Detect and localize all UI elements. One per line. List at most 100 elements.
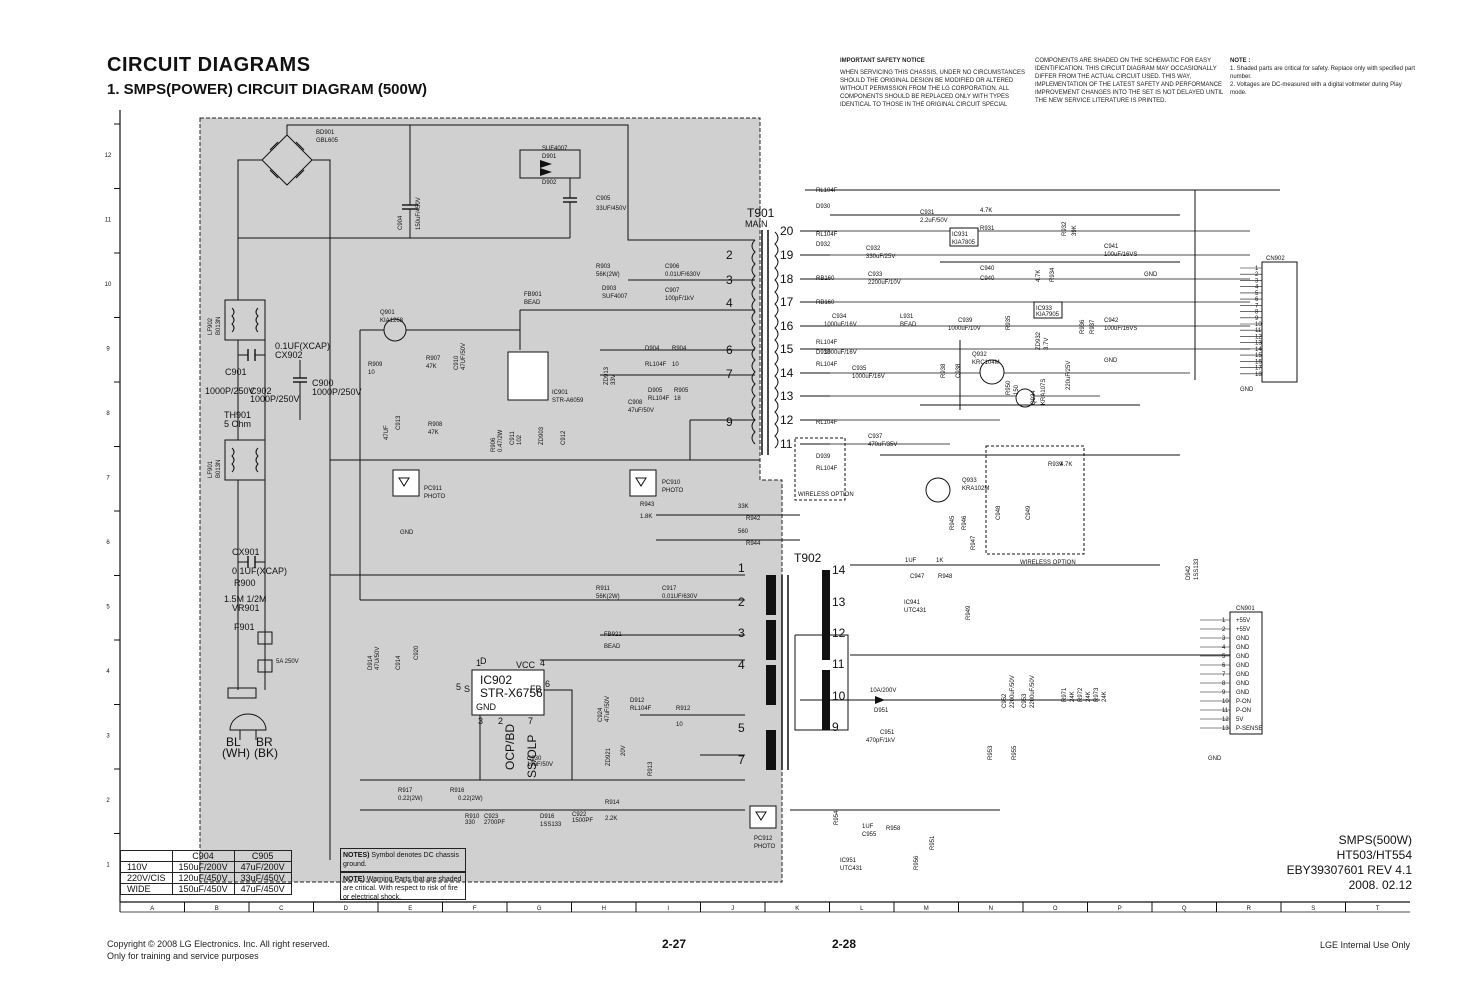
variant-cell: 150uF/450V — [171, 883, 235, 895]
svg-text:10uF/50V: 10uF/50V — [527, 762, 553, 768]
cx902 — [237, 340, 266, 395]
cn902-pin: 17 — [1255, 366, 1262, 372]
cn901-pin: 7 — [1222, 672, 1226, 678]
svg-text:CN901: CN901 — [1236, 606, 1255, 612]
svg-text:C951: C951 — [880, 730, 895, 736]
note-1: 1. Shaded parts are critical for safety.… — [1230, 66, 1415, 80]
svg-text:LF901: LF901 — [208, 460, 214, 478]
svg-text:560: 560 — [738, 529, 749, 535]
svg-text:R935: R935 — [1006, 315, 1012, 330]
svg-text:330: 330 — [465, 820, 476, 826]
svg-text:R973: R973 — [1094, 687, 1100, 702]
svg-text:IC933: IC933 — [1036, 306, 1053, 312]
svg-text:ZD903: ZD903 — [539, 426, 545, 445]
svg-text:RL104F: RL104F — [816, 188, 838, 194]
cn901-pin: 11 — [1222, 708, 1229, 714]
svg-text:D951: D951 — [874, 708, 889, 714]
t901-primary-pin: 2 — [726, 248, 733, 262]
svg-text:C902: C902 — [250, 386, 272, 396]
svg-text:2.2uF/50V: 2.2uF/50V — [920, 218, 948, 224]
svg-text:R905: R905 — [674, 388, 689, 394]
svg-text:R911: R911 — [596, 586, 611, 592]
variant-cell: C905 — [233, 850, 292, 862]
svg-text:VCC: VCC — [516, 660, 536, 670]
safety-notice: IMPORTANT SAFETY NOTICE WHEN SERVICING T… — [840, 57, 1030, 109]
t902-primary-pin: 7 — [738, 753, 745, 767]
svg-text:100uF/16VS: 100uF/16VS — [1104, 252, 1137, 258]
svg-text:KRA102M: KRA102M — [962, 486, 989, 492]
svg-text:LF902: LF902 — [208, 317, 214, 335]
svg-text:KRA107S: KRA107S — [1041, 379, 1047, 405]
svg-text:IC941: IC941 — [904, 600, 921, 606]
col-label: E — [408, 906, 412, 912]
variant-cell: WIDE — [120, 883, 173, 895]
col-label: G — [537, 906, 542, 912]
svg-text:1000P/250V: 1000P/250V — [205, 386, 255, 396]
svg-text:R942: R942 — [746, 516, 761, 522]
row-label: 11 — [105, 218, 112, 224]
svg-text:D: D — [480, 656, 487, 666]
svg-text:R937: R937 — [1090, 319, 1096, 334]
t902-primary-pin: 1 — [738, 561, 745, 575]
row-label: 2 — [106, 798, 110, 804]
svg-text:4.7K: 4.7K — [1036, 270, 1042, 282]
pc912: PC912 PHOTO — [749, 805, 777, 850]
svg-text:5A 250V: 5A 250V — [276, 659, 299, 665]
svg-text:R934: R934 — [1050, 267, 1056, 282]
cn901-pin: 3 — [1222, 636, 1226, 642]
svg-text:R914: R914 — [605, 800, 620, 806]
col-label: J — [731, 906, 734, 912]
note-2: 2. Voltages are DC-measured with a digit… — [1230, 82, 1402, 96]
page-subtitle: 1. SMPS(POWER) CIRCUIT DIAGRAM (500W) — [107, 81, 428, 98]
svg-text:1500PF: 1500PF — [572, 818, 593, 824]
page-number-left: 2-27 — [662, 937, 687, 951]
svg-text:R949: R949 — [966, 605, 972, 620]
svg-text:102: 102 — [517, 434, 523, 445]
cn902-pin: 5 — [1255, 291, 1259, 297]
svg-text:CN902: CN902 — [1266, 256, 1285, 262]
svg-text:330uF/25V: 330uF/25V — [866, 254, 895, 260]
c900: C900 1000P/250V — [293, 360, 362, 420]
t901-secondary-pin: 11 — [780, 437, 793, 451]
t902-primary-pin: 5 — [738, 721, 745, 735]
svg-text:RL104F: RL104F — [648, 396, 670, 402]
svg-text:C905: C905 — [596, 196, 611, 202]
t902-primary-pin: 3 — [738, 626, 745, 640]
svg-text:D904: D904 — [645, 346, 660, 352]
cn902-pin: 13 — [1255, 341, 1262, 347]
svg-text:IC901: IC901 — [552, 390, 569, 396]
cn901-pin: 4 — [1222, 645, 1226, 651]
svg-text:Q932: Q932 — [972, 352, 987, 358]
svg-text:C920: C920 — [414, 645, 420, 660]
svg-text:D901: D901 — [542, 154, 557, 160]
svg-text:D938: D938 — [816, 350, 831, 356]
svg-text:WIRELESS OPTION: WIRELESS OPTION — [798, 492, 854, 498]
svg-text:3: 3 — [478, 716, 483, 726]
svg-text:39K: 39K — [1072, 225, 1078, 236]
cn901-pin: 13 — [1222, 726, 1229, 732]
svg-text:C949: C949 — [1026, 505, 1032, 520]
svg-text:GND: GND — [400, 530, 414, 536]
svg-text:D914: D914 — [368, 655, 374, 670]
ic901: IC901 STR-A6059 — [507, 351, 584, 404]
svg-text:RB160: RB160 — [816, 276, 835, 282]
svg-text:R932: R932 — [1062, 221, 1068, 236]
svg-text:MAIN: MAIN — [745, 219, 768, 229]
svg-text:D930: D930 — [816, 204, 831, 210]
bd901-val: GBL605 — [316, 138, 339, 144]
svg-text:RB160: RB160 — [816, 300, 835, 306]
svg-text:2700PF: 2700PF — [484, 820, 505, 826]
svg-text:R916: R916 — [450, 788, 465, 794]
cn902-pin: 2 — [1255, 272, 1259, 278]
svg-text:C940: C940 — [980, 276, 995, 282]
variant-cell: 120uF/450V — [171, 872, 235, 884]
safety-text: WHEN SERVICING THIS CHASSIS, UNDER NO CI… — [840, 70, 1026, 108]
svg-text:FB901: FB901 — [524, 292, 542, 298]
svg-text:33K: 33K — [738, 504, 749, 510]
svg-text:C904: C904 — [398, 215, 404, 230]
svg-text:C952: C952 — [1002, 693, 1008, 708]
